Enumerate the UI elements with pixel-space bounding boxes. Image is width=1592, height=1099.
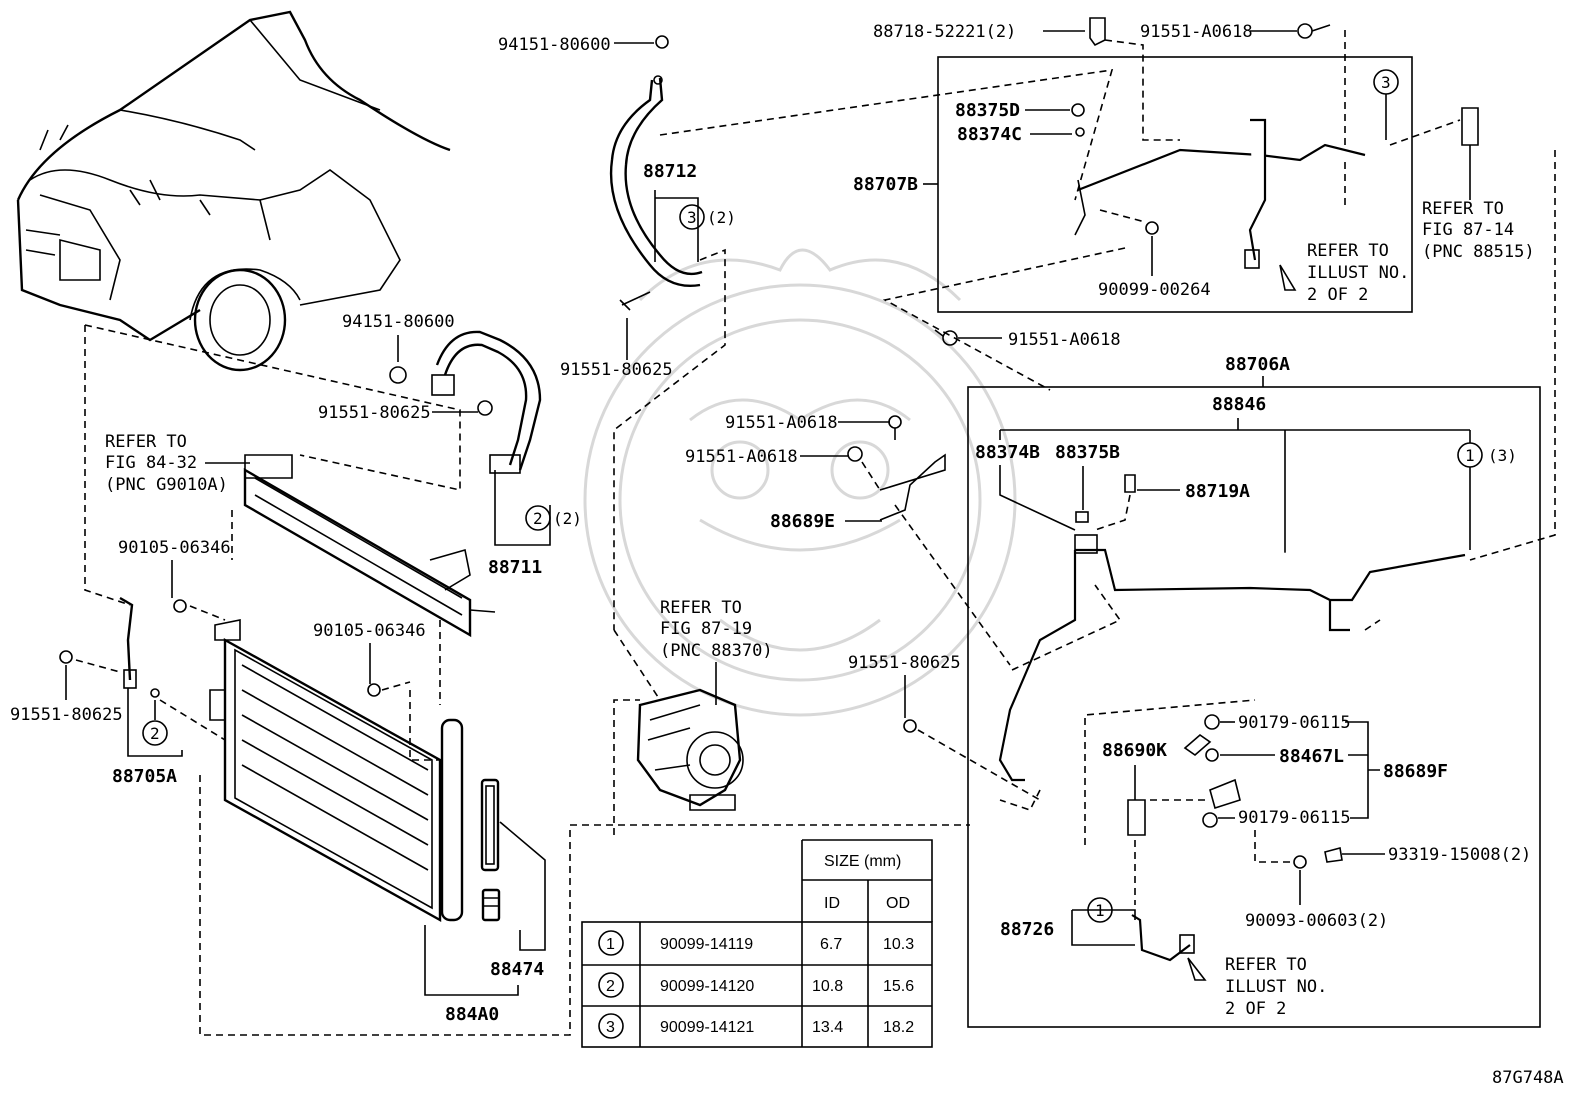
circle-2-88705: 2 (150, 724, 160, 743)
label-88726: 88726 (1000, 919, 1054, 940)
table-row-2-part: 90099-14120 (660, 978, 754, 995)
label-88846: 88846 (1212, 394, 1266, 415)
refer-illust-bottom-line1: REFER TO (1225, 955, 1307, 975)
table-row-1-part: 90099-14119 (660, 936, 753, 953)
table-row-1-mark: 1 (606, 936, 615, 953)
hose-size-table: SIZE (mm) ID OD 1 90099-14119 6.7 10.3 2… (581, 839, 933, 1048)
label-88711: 88711 (488, 557, 542, 578)
label-88375D: 88375D (955, 100, 1020, 121)
label-91551-80625-b: 91551-80625 (318, 403, 431, 423)
label-88474: 88474 (490, 959, 544, 980)
label-91551-80625-a: 91551-80625 (560, 360, 673, 380)
bracket-88689E (879, 453, 946, 521)
label-90179-06115-a: 90179-06115 (1238, 713, 1351, 733)
desiccant-88474 (480, 778, 501, 922)
circle-1-88846: 1 (1465, 446, 1475, 465)
label-90093-00603: 90093-00603(2) (1245, 911, 1388, 931)
refer-illust-top-line2: ILLUST NO. (1307, 263, 1409, 283)
label-90105-06346-a: 90105-06346 (118, 538, 231, 558)
table-row-3-od: 18.2 (883, 1019, 914, 1036)
refer-fig87-19-line3: (PNC 88370) (660, 641, 773, 661)
label-90099-00264: 90099-00264 (1098, 280, 1211, 300)
label-90179-06115-b: 90179-06115 (1238, 808, 1351, 828)
table-header-size: SIZE (mm) (824, 853, 901, 870)
pipe-88726 (1131, 914, 1195, 962)
table-row-1-od: 10.3 (883, 936, 914, 953)
pipe-88705A (119, 596, 137, 689)
discharge-hose-88712 (609, 35, 703, 287)
label-88689F: 88689F (1383, 761, 1448, 782)
refer-fig87-19-line1: REFER TO (660, 598, 742, 618)
label-88467L: 88467L (1279, 746, 1344, 767)
refer-fig87-14-line2: FIG 87-14 (1422, 220, 1514, 240)
refer-illust-bottom-line3: 2 OF 2 (1225, 999, 1286, 1019)
radiator-assembly (243, 454, 496, 638)
label-91551-A0618-mid: 91551-A0618 (1008, 330, 1121, 350)
refer-illust-top-line3: 2 OF 2 (1307, 285, 1368, 305)
label-94151-80600-mid: 94151-80600 (342, 312, 455, 332)
table-row-3-id: 13.4 (812, 1019, 843, 1036)
label-93319-15008: 93319-15008(2) (1388, 845, 1531, 865)
pipe-88706A-box (967, 386, 1541, 1028)
suction-hose-88711 (389, 330, 542, 474)
refer-fig84-line3: (PNC G9010A) (105, 475, 228, 495)
label-91551-A0618-a: 91551-A0618 (725, 413, 838, 433)
table-row-2-id: 10.8 (812, 978, 843, 995)
pipe-88846 (998, 534, 1466, 782)
table-row-1-id: 6.7 (820, 936, 842, 953)
label-91551-A0618-b: 91551-A0618 (685, 447, 798, 467)
table-row-2-od: 15.6 (883, 978, 914, 995)
circle-3-88712: 3 (687, 208, 697, 227)
arrow-icon (1279, 264, 1297, 291)
circle-1-88726: 1 (1095, 901, 1105, 920)
label-94151-80600-top: 94151-80600 (498, 35, 611, 55)
qty-88712: (2) (707, 208, 736, 227)
label-88690K: 88690K (1102, 740, 1167, 761)
label-884A0: 884A0 (445, 1004, 499, 1025)
label-88718-52221: 88718-52221(2) (873, 22, 1016, 42)
label-88719A: 88719A (1185, 481, 1250, 502)
refer-fig84-line1: REFER TO (105, 432, 187, 452)
label-88712: 88712 (643, 161, 697, 182)
label-91551-A0618-top: 91551-A0618 (1140, 22, 1253, 42)
refer-fig87-14-line3: (PNC 88515) (1422, 242, 1535, 262)
watermark-emblem (583, 248, 1017, 717)
switch-88690K (1127, 799, 1146, 836)
label-88375B: 88375B (1055, 442, 1120, 463)
table-header-id: ID (824, 895, 840, 912)
vehicle-front-illustration (16, 10, 451, 372)
table-row-3-part: 90099-14121 (660, 1019, 754, 1036)
label-91551-80625-c: 91551-80625 (10, 705, 123, 725)
diagram-id: 87G748A (1492, 1068, 1564, 1088)
pipe-88707B (1074, 118, 1366, 269)
label-88705A: 88705A (112, 766, 177, 787)
circle-3-box: 3 (1381, 73, 1391, 92)
condenser-884A0 (209, 619, 464, 923)
label-91551-80625-d: 91551-80625 (848, 653, 961, 673)
refer-fig87-19-line2: FIG 87-19 (660, 619, 752, 639)
refer-fig84-line2: FIG 84-32 (105, 453, 197, 473)
qty-88711: (2) (553, 509, 582, 528)
refer-illust-top-line1: REFER TO (1307, 241, 1389, 261)
arrow-icon-2 (1187, 957, 1207, 981)
table-header-od: OD (886, 895, 910, 912)
refer-fig87-14-line1: REFER TO (1422, 199, 1504, 219)
label-88374C: 88374C (957, 124, 1022, 145)
label-88706A: 88706A (1225, 354, 1290, 375)
circle-2-88711: 2 (533, 509, 543, 528)
compressor (636, 688, 744, 811)
label-88707B: 88707B (853, 174, 918, 195)
label-90105-06346-b: 90105-06346 (313, 621, 426, 641)
qty-88846: (3) (1488, 446, 1517, 465)
refer-illust-bottom-line2: ILLUST NO. (1225, 977, 1327, 997)
label-88689E: 88689E (770, 511, 835, 532)
label-88374B: 88374B (975, 442, 1040, 463)
table-row-3-mark: 3 (606, 1019, 615, 1036)
table-row-2-mark: 2 (606, 978, 615, 995)
